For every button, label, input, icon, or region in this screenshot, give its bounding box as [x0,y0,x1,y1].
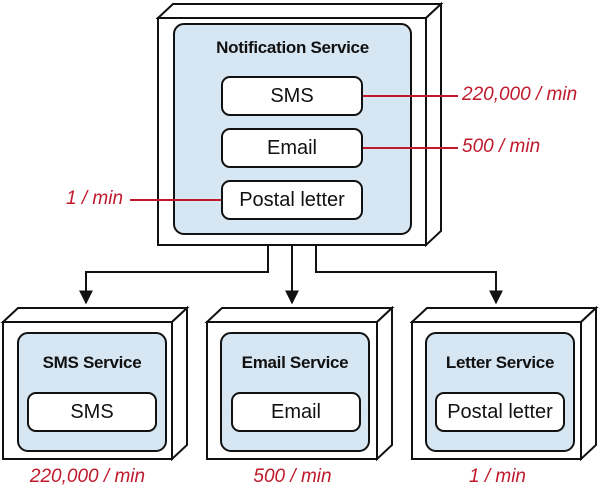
channel-sms-pill: SMS [221,76,363,116]
postal-incoming-rate: 1 / min [66,188,124,209]
sms-incoming-rate: 220,000 / min [462,84,578,105]
channel-email-pill: Email [221,128,363,168]
email-service-channel-pill: Email [231,392,361,432]
email-service-rate: 500 / min [253,466,332,487]
sms-service-channel-pill: SMS [27,392,157,432]
email-incoming-rate: 500 / min [462,136,541,157]
sms-service-title: SMS Service [42,353,142,372]
letter-service-channel-pill: Postal letter [435,392,565,432]
connector-to-sms-service [79,245,269,305]
letter-service-box [409,305,599,462]
fanout-connectors [79,245,503,305]
letter-service-rate: 1 / min [468,466,527,487]
incoming-rate-arrows [130,89,458,207]
sms-service-box [0,305,190,462]
notification-service-title: Notification Service [216,38,369,57]
email-service-box [204,305,395,462]
sms-service-rate: 220,000 / min [29,466,146,487]
email-service-title: Email Service [241,353,349,372]
channel-postal-pill: Postal letter [221,180,363,220]
letter-service-title: Letter Service [445,353,555,372]
connector-to-letter-service [315,245,503,305]
